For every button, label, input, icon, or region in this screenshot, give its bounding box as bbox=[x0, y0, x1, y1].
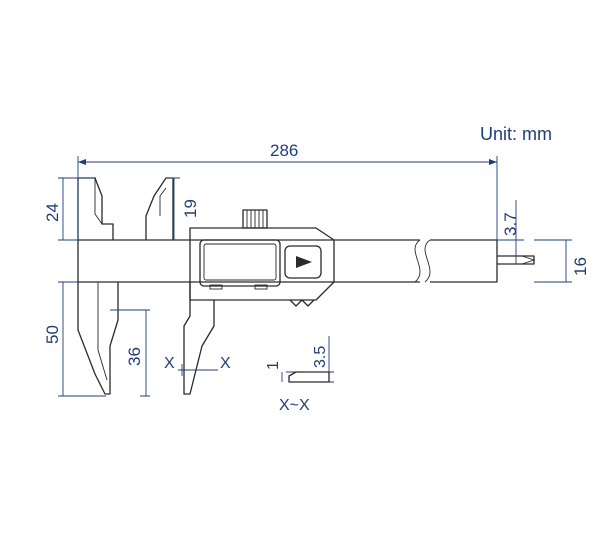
fixed-jaw-inner-line bbox=[97, 282, 108, 381]
thumb-roller-knurl bbox=[246, 210, 264, 228]
play-triangle-icon bbox=[296, 256, 312, 268]
section-view-label: X~X bbox=[279, 397, 310, 414]
lcd-display bbox=[199, 239, 281, 287]
labels: Unit: mm 286 24 19 50 36 3.7 16 1 3.5 X … bbox=[43, 124, 590, 414]
outside-jaw-depth-label: 50 bbox=[43, 325, 62, 344]
inside-jaw-depth-dim bbox=[58, 177, 96, 241]
section-height-label: 3.5 bbox=[312, 346, 329, 368]
inside-jaw-gap-label: 19 bbox=[181, 199, 200, 218]
section-cut-right-label: X bbox=[220, 355, 231, 372]
overall-arrow-left bbox=[78, 159, 86, 165]
depth-rod-tip bbox=[521, 255, 536, 265]
beam-height-dim bbox=[534, 239, 572, 283]
outside-jaw-gap-dim bbox=[110, 309, 150, 397]
dimension-lines bbox=[58, 156, 572, 397]
overall-length-label: 286 bbox=[270, 141, 298, 160]
outside-jaw-gap-label: 36 bbox=[125, 347, 144, 366]
section-dim-lines bbox=[281, 336, 334, 383]
rod-thickness-dim bbox=[497, 200, 524, 264]
beam-height-label: 16 bbox=[571, 257, 590, 276]
slider-small-button-right bbox=[254, 284, 268, 290]
depth-rod bbox=[497, 255, 535, 265]
overall-arrow-right bbox=[489, 159, 497, 165]
inside-jaw-gap-dim bbox=[170, 177, 180, 240]
slider-lower-grip bbox=[289, 299, 315, 307]
slider-small-button-left bbox=[209, 284, 223, 290]
fixed-jaw-notch bbox=[94, 178, 103, 225]
sliding-inside-jaw bbox=[145, 177, 174, 240]
beam-break-line bbox=[414, 239, 431, 283]
sliding-jaw-notch bbox=[159, 187, 167, 216]
section-profile bbox=[288, 371, 330, 383]
overall-length-dim-line bbox=[77, 156, 498, 240]
fixed-outside-jaw bbox=[77, 282, 119, 395]
unit-label: Unit: mm bbox=[480, 124, 552, 144]
mode-button bbox=[284, 245, 322, 279]
outside-jaw-depth-dim bbox=[58, 281, 106, 397]
section-step-label: 1 bbox=[265, 361, 282, 370]
inside-jaw-depth-label: 24 bbox=[43, 203, 62, 222]
fixed-jaw-head bbox=[77, 177, 114, 282]
sliding-outside-jaw bbox=[183, 282, 215, 395]
lcd-inner bbox=[203, 243, 277, 281]
rod-thickness-label: 3.7 bbox=[501, 212, 520, 236]
caliper-outline bbox=[77, 177, 536, 395]
section-cut-line bbox=[178, 364, 218, 376]
section-cut-left-label: X bbox=[164, 355, 175, 372]
